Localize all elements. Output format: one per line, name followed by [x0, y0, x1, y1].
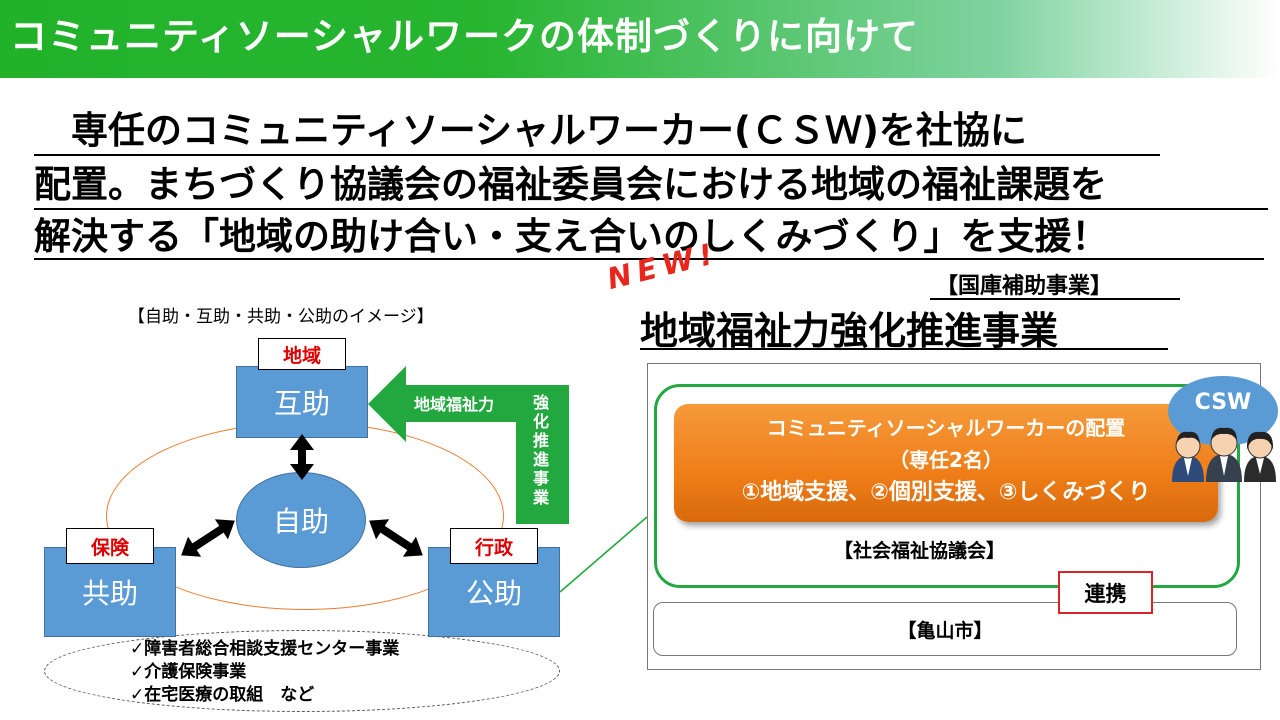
- csw-placement-box: コミュニティソーシャルワーカーの配置 （専任2名） ①地域支援、②個別支援、③し…: [674, 404, 1218, 522]
- csw-badge-label: CSW: [1194, 390, 1252, 415]
- service-item: ✓障害者総合相談支援センター事業: [130, 639, 400, 659]
- arrow-vertical-char: 事: [532, 469, 549, 488]
- mutual-help-box: 互助: [236, 366, 368, 438]
- lead-line-3: 解決する「地域の助け合い・支え合いのしくみづくり」を支援！: [34, 215, 1109, 258]
- administration-tag: 行政: [450, 528, 538, 564]
- lead-line-1: 専任のコミュニティソーシャルワーカー(ＣＳＷ)を社協に: [34, 109, 1027, 152]
- arrow-mutual-self: [290, 434, 314, 480]
- city-box: 【亀山市】: [653, 602, 1237, 656]
- arrow-vertical-label: 強 化 推 進 事 業: [532, 393, 550, 507]
- national-subsidy-underline: [930, 298, 1180, 300]
- diagram-caption: 【自助・互助・共助・公助のイメージ】: [128, 307, 434, 327]
- csw-staff-count: （専任2名）: [889, 448, 1003, 472]
- project-title-underline: [640, 348, 1168, 350]
- slide-title: コミュニティソーシャルワークの体制づくりに向けて: [10, 15, 920, 58]
- city-label: 【亀山市】: [897, 619, 993, 642]
- worker-figure: [1172, 431, 1204, 482]
- mutual-help-label: 互助: [273, 387, 330, 420]
- lead-line-2: 配置。まちづくり協議会の福祉委員会における地域の福祉課題を: [34, 163, 1107, 206]
- arrow-vertical-char: 業: [532, 488, 549, 507]
- arrow-self-insurance: [181, 519, 235, 557]
- collaboration-label: 連携: [1058, 571, 1153, 614]
- community-tag: 地域: [258, 338, 346, 370]
- arrow-label: 地域福祉力: [414, 395, 495, 414]
- arrow-vertical-char: 進: [532, 450, 549, 469]
- service-item: ✓介護保険事業: [130, 662, 247, 682]
- self-help-circle: 自助: [236, 472, 366, 568]
- promotion-arrow: [368, 366, 569, 524]
- csw-placement-title: コミュニティソーシャルワーカーの配置: [766, 416, 1126, 440]
- lead-underline-2: [34, 208, 1268, 210]
- header-banner: [0, 0, 1280, 78]
- council-frame: [654, 384, 1240, 588]
- services-ellipse: [44, 630, 560, 712]
- arrow-vertical-char: 化: [532, 412, 549, 431]
- national-subsidy-label: 【国庫補助事業】: [936, 274, 1113, 299]
- lead-underline-1: [34, 154, 1160, 156]
- arrow-vertical-char: 強: [532, 393, 549, 412]
- insurance-tag: 保険: [66, 528, 154, 564]
- arrow-self-public: [369, 519, 423, 557]
- council-label: 【社会福祉協議会】: [834, 540, 1006, 562]
- self-help-label: 自助: [272, 505, 329, 538]
- worker-figure: [1244, 431, 1276, 482]
- project-frame: [647, 363, 1261, 670]
- insurance-help-label: 共助: [81, 577, 138, 610]
- lead-underline-3: [34, 258, 1264, 260]
- project-title: 地域福祉力強化推進事業: [640, 309, 1059, 353]
- workers-illustration: [1172, 427, 1276, 482]
- public-help-label: 公助: [465, 577, 522, 610]
- service-item: ✓在宅医療の取組 など: [130, 685, 315, 705]
- connector-line: [559, 516, 648, 593]
- arrow-vertical-char: 推: [532, 431, 549, 450]
- csw-roles: ①地域支援、②個別支援、③しくみづくり: [741, 480, 1151, 505]
- worker-figure: [1206, 427, 1242, 482]
